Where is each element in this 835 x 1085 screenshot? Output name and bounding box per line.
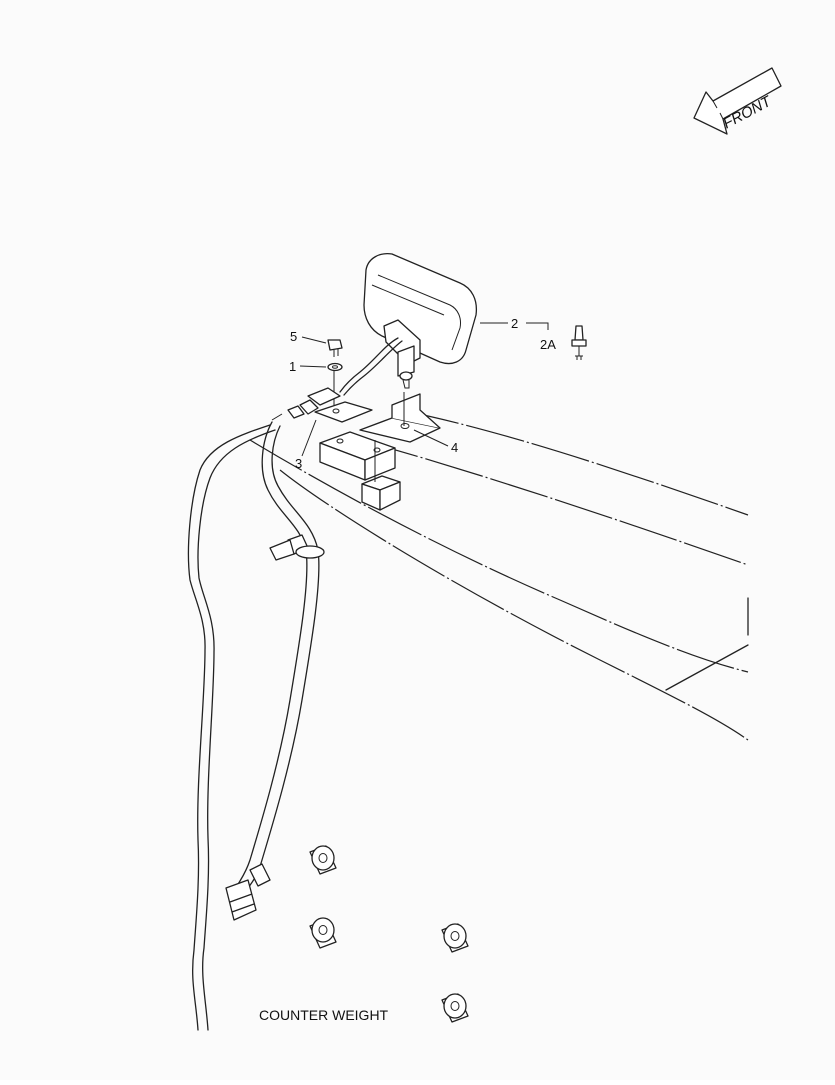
rubber-mount [309, 917, 337, 949]
front-arrow: FRONT [693, 67, 782, 135]
rubber-mount [309, 845, 337, 875]
mounting-blocks [319, 431, 401, 511]
light-bracket [359, 392, 441, 443]
bolt-and-washer [327, 339, 343, 408]
callout-1: 1 [289, 359, 296, 374]
counterweight-body [187, 409, 749, 1031]
callout-3: 3 [295, 456, 302, 471]
harness-bracket [271, 387, 373, 423]
work-light [363, 252, 478, 389]
light-cable [339, 337, 403, 396]
callout-4: 4 [451, 440, 458, 455]
wiring-harness [225, 421, 325, 921]
rubber-mounts [309, 845, 469, 1023]
callout-2: 2 [511, 316, 518, 331]
counterweight-label: COUNTER WEIGHT [259, 1007, 389, 1023]
bulb-icon [571, 325, 587, 360]
rubber-mount [441, 923, 469, 953]
callout-5: 5 [290, 329, 297, 344]
rubber-mount [441, 993, 469, 1023]
callout-2a: 2A [540, 337, 556, 352]
leader-lines [299, 322, 549, 457]
